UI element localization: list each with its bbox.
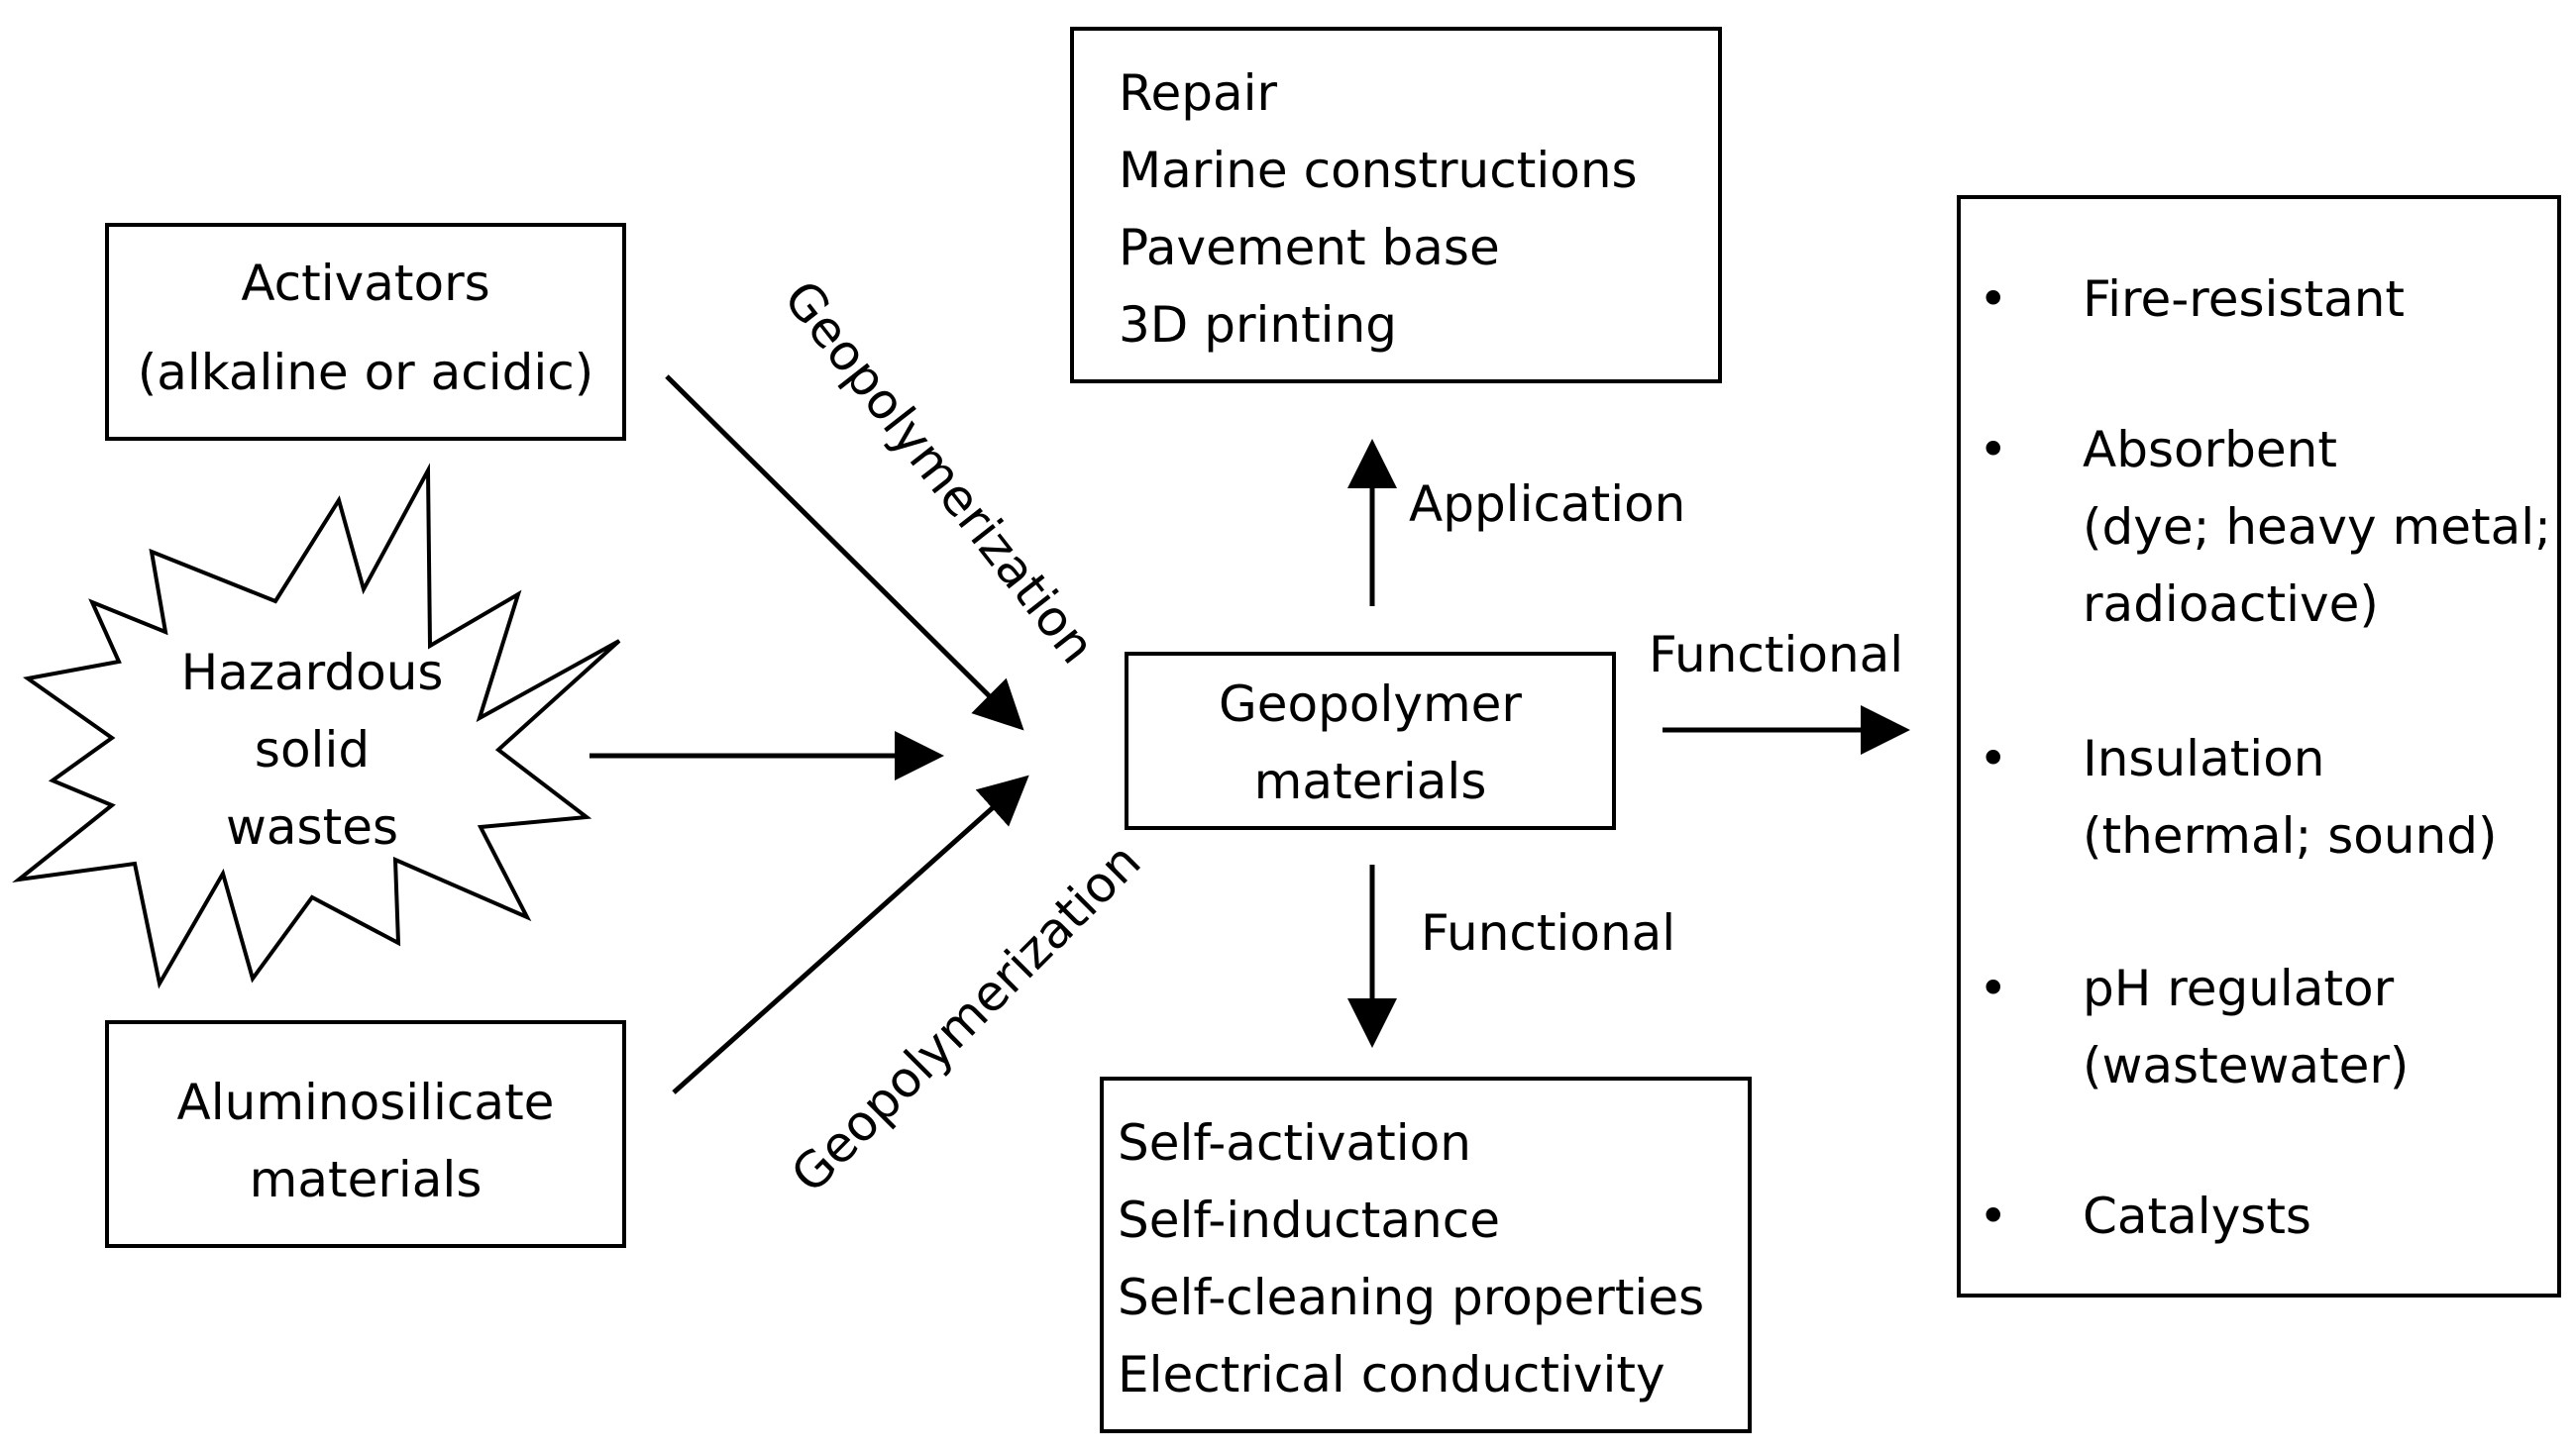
aluminosilicate-line-2: materials bbox=[249, 1151, 483, 1208]
functional-down-label: Functional bbox=[1421, 904, 1676, 962]
geopolymer-line-1: Geopolymer bbox=[1219, 675, 1522, 733]
application-item: Pavement base bbox=[1119, 219, 1500, 276]
functional-item-detail: radioactive) bbox=[2083, 575, 2379, 633]
bullet-icon: • bbox=[1979, 960, 2008, 1017]
application-label: Application bbox=[1409, 475, 1686, 533]
geopolymerization-top-arrow bbox=[665, 374, 1024, 731]
bullet-icon: • bbox=[1979, 1188, 2008, 1245]
bullet-icon: • bbox=[1979, 270, 2008, 328]
bullet-icon: • bbox=[1979, 421, 2008, 478]
functional-item-label: Insulation bbox=[2083, 730, 2325, 787]
functional-item-label: pH regulator bbox=[2083, 960, 2395, 1017]
functional-item-label: Fire-resistant bbox=[2083, 270, 2406, 328]
application-item: Repair bbox=[1119, 64, 1278, 122]
activators-title: Activators bbox=[241, 255, 490, 312]
hazardous-line-1: Hazardous bbox=[180, 644, 444, 701]
self-function-item: Self-activation bbox=[1118, 1114, 1471, 1172]
self-function-item: Self-cleaning properties bbox=[1118, 1269, 1705, 1326]
application-item: Marine constructions bbox=[1119, 142, 1638, 199]
self-function-item: Electrical conductivity bbox=[1118, 1346, 1665, 1403]
aluminosilicate-box: Aluminosilicate materials bbox=[105, 1020, 626, 1248]
functional-item-detail: (wastewater) bbox=[2083, 1037, 2410, 1094]
functional-right-label: Functional bbox=[1649, 626, 1904, 683]
hazardous-wastes-label: Hazardous solid wastes bbox=[149, 634, 476, 866]
aluminosilicate-line-1: Aluminosilicate bbox=[176, 1074, 555, 1131]
hazardous-starburst-shape bbox=[12, 463, 621, 989]
self-function-item: Self-inductance bbox=[1118, 1192, 1500, 1249]
functional-item-label: Absorbent bbox=[2083, 421, 2337, 478]
application-item: 3D printing bbox=[1119, 296, 1398, 354]
functional-item-label: Catalysts bbox=[2083, 1188, 2311, 1245]
hazardous-line-2: solid bbox=[254, 721, 371, 779]
activators-box: Activators (alkaline or acidic) bbox=[105, 223, 626, 441]
geopolymerization-bottom-arrow bbox=[672, 775, 1029, 1094]
self-functions-box: Self-activation Self-inductance Self-cle… bbox=[1100, 1077, 1752, 1433]
activators-subtitle: (alkaline or acidic) bbox=[137, 344, 594, 401]
hazardous-line-3: wastes bbox=[226, 798, 398, 856]
functional-item-detail: (dye; heavy metal; bbox=[2083, 498, 2551, 556]
bullet-icon: • bbox=[1979, 730, 2008, 787]
geopolymer-materials-box: Geopolymer materials bbox=[1125, 652, 1616, 830]
functional-item-detail: (thermal; sound) bbox=[2083, 807, 2498, 865]
applications-box: Repair Marine constructions Pavement bas… bbox=[1070, 27, 1722, 383]
functional-properties-box: • Fire-resistant • Absorbent (dye; heavy… bbox=[1957, 195, 2561, 1298]
geopolymer-line-2: materials bbox=[1253, 753, 1487, 810]
